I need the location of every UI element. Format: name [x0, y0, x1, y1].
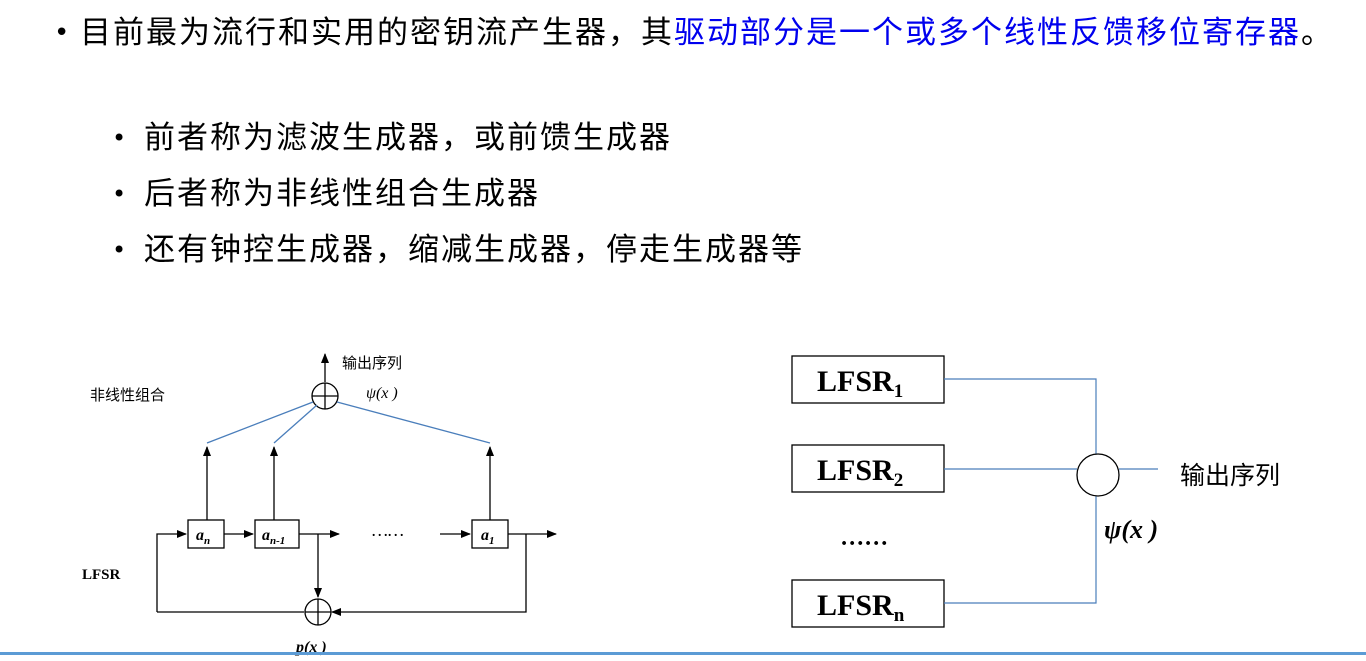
lfsrn-sub: n [894, 605, 905, 626]
bottom-divider [0, 652, 1366, 655]
cell-an-var: a [196, 527, 204, 544]
right-diagram: LFSR1 LFSR2 …… LFSRn 输出序列 ψ(x ) [791, 355, 1280, 628]
bottom-xor-icon [304, 598, 332, 626]
bullet-dot: • [112, 124, 129, 152]
cell-an1-sub: n-1 [270, 535, 285, 547]
left-output-label: 输出序列 [342, 354, 402, 372]
lfsr1-text: LFSR [817, 365, 894, 398]
lfsrn-label: LFSRn [817, 589, 905, 626]
bullet-main: • 目前最为流行和实用的密钥流产生器，其驱动部分是一个或多个线性反馈移位寄存器。 [48, 12, 1358, 54]
sub-bullet-3: • 还有钟控生成器，缩减生成器，停走生成器等 [112, 230, 804, 270]
sub-bullet-text: 前者称为滤波生成器，或前馈生成器 [144, 120, 672, 156]
bullet-main-text: 目前最为流行和实用的密钥流产生器，其驱动部分是一个或多个线性反馈移位寄存器。 [80, 12, 1358, 54]
cell-an1 [254, 519, 300, 549]
combiner-circle [1076, 453, 1120, 497]
lfsr2-label: LFSR2 [817, 454, 903, 491]
cell-an1-var: a [262, 527, 270, 544]
feedback-tap [331, 534, 527, 616]
cell-an [187, 519, 225, 549]
bullet-dot: • [112, 236, 129, 264]
top-xor-icon [311, 382, 339, 410]
lfsrn-text: LFSR [817, 589, 894, 622]
cell-a1-sub: 1 [489, 535, 495, 547]
feedback-label: p(x ) [294, 639, 327, 656]
combine-connectors [944, 378, 1158, 604]
bullet-dot: • [54, 18, 72, 48]
nonlinear-label: 非线性组合 [90, 386, 165, 404]
cell-a1-var: a [481, 527, 489, 544]
cell-a1-label: a1 [481, 527, 495, 547]
cell-an1-label: an-1 [262, 527, 285, 547]
lfsr1-label: LFSR1 [817, 365, 903, 402]
bullet-main-black: 目前最为流行和实用的密钥流产生器，其 [80, 15, 674, 51]
cell-an-label: an [196, 527, 210, 547]
left-ellipsis: …… [372, 520, 404, 540]
bullet-main-end: 。 [1301, 15, 1334, 51]
feedback-return [156, 530, 187, 612]
cell-an-sub: n [204, 535, 210, 547]
lfsr-label: LFSR [82, 567, 121, 583]
combine-lines [206, 401, 491, 444]
left-diagram: 输出序列 非线性组合 ψ(x ) an an-1 a1 …… [82, 353, 557, 656]
left-psi-label: ψ(x ) [366, 385, 398, 402]
sub-bullet-1: • 前者称为滤波生成器，或前馈生成器 [112, 118, 672, 158]
sub-bullet-text: 后者称为非线性组合生成器 [144, 176, 540, 212]
lfsr2-text: LFSR [817, 454, 894, 487]
lfsr2-sub: 2 [894, 470, 904, 491]
bullet-main-blue: 驱动部分是一个或多个线性反馈移位寄存器 [674, 15, 1301, 51]
lfsr1-sub: 1 [894, 381, 904, 402]
bullet-dot: • [112, 180, 129, 208]
sub-bullet-text: 还有钟控生成器，缩减生成器，停走生成器等 [144, 232, 804, 268]
right-output-label: 输出序列 [1180, 461, 1280, 490]
right-psi-label: ψ(x ) [1104, 515, 1158, 544]
right-ellipsis: …… [841, 525, 889, 551]
sub-bullet-2: • 后者称为非线性组合生成器 [112, 174, 540, 214]
